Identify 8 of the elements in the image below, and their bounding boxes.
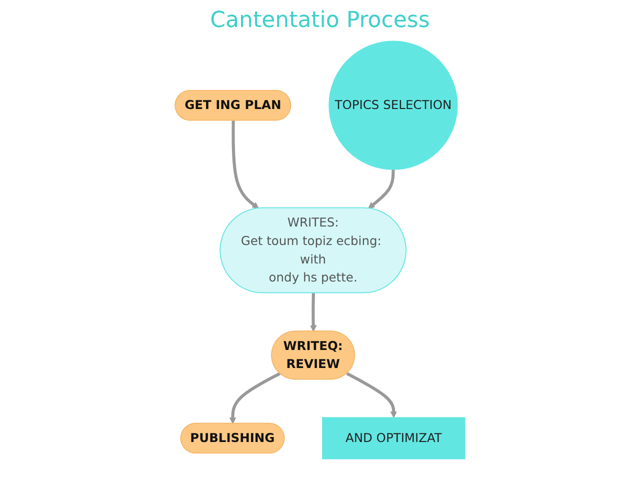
- arrow: [346, 372, 398, 418]
- diagram-title: Cantentatio Process: [209, 8, 431, 33]
- arrow: [229, 372, 281, 424]
- arrow: [310, 293, 317, 332]
- node-box: AND OPTIMIZAT: [322, 417, 466, 460]
- arrow: [232, 120, 259, 209]
- arrow: [368, 170, 395, 209]
- node-circle: TOPICS SELECTION: [328, 40, 458, 170]
